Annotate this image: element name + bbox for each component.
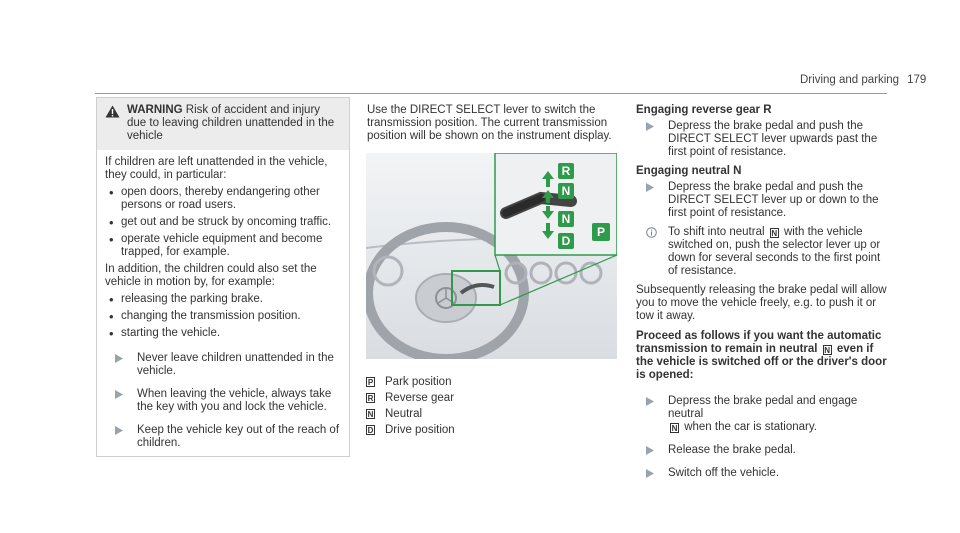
info-note: To shift into neutral N with the vehicle… — [636, 226, 891, 278]
list-item: releasing the parking brake. — [105, 293, 341, 306]
proceed-step-1: Depress the brake pedal and engage neutr… — [636, 395, 891, 434]
note-text-b: with the vehicle switched on, push the s… — [668, 226, 881, 277]
photo-label-n-up: N — [562, 184, 571, 198]
gear-symbol: N — [366, 409, 375, 419]
step-arrow-icon — [636, 395, 668, 434]
legend-text: Drive position — [385, 424, 455, 436]
warning-list: open doors, thereby endangering other pe… — [105, 186, 341, 259]
list-item: starting the vehicle. — [105, 327, 341, 340]
warning-triangle-icon — [105, 105, 121, 123]
warning-header: WARNING Risk of accident and injury due … — [97, 98, 349, 150]
warning-step: When leaving the vehicle, always take th… — [105, 388, 341, 414]
step-arrow-icon — [636, 120, 668, 159]
step-text: Depress the brake pedal and push the DIR… — [668, 120, 878, 158]
list-item: get out and be struck by oncoming traffi… — [105, 216, 341, 229]
warning-step: Never leave children unattended in the v… — [105, 352, 341, 378]
step-arrow-icon — [105, 352, 137, 378]
list-item: changing the transmission position. — [105, 310, 341, 323]
note-text-a: To shift into neutral — [668, 226, 765, 238]
warning-intro: If children are left unattended in the v… — [105, 156, 328, 181]
warning-title-text: Risk of accident and injury due to leavi… — [127, 104, 335, 142]
reverse-step: Depress the brake pedal and push the DIR… — [636, 120, 891, 159]
neutral-step: Depress the brake pedal and push the DIR… — [636, 181, 891, 220]
info-icon — [636, 226, 668, 278]
legend-row: P Park position — [366, 374, 455, 390]
warning-list-2: releasing the parking brake. changing th… — [105, 293, 341, 340]
heading-proceed-b: even if the vehicle is switched off or t… — [636, 343, 887, 381]
list-item: operate vehicle equipment and become tra… — [105, 233, 341, 259]
step-text-a: Depress the brake pedal and engage neutr… — [668, 395, 858, 420]
legend-text: Neutral — [385, 408, 423, 420]
legend-text: Park position — [385, 376, 452, 388]
page-header: Driving and parking 179 — [800, 74, 926, 86]
heading-reverse: Engaging reverse gear R — [636, 104, 772, 116]
legend-row: D Drive position — [366, 422, 455, 438]
step-text: Release the brake pedal. — [668, 444, 796, 456]
right-column: Engaging reverse gear R Depress the brak… — [636, 104, 891, 480]
step-text: Switch off the vehicle. — [668, 467, 780, 479]
warning-title: WARNING Risk of accident and injury due … — [121, 104, 341, 143]
photo-label-r: R — [562, 164, 571, 178]
heading-proceed: Proceed as follows if you want the autom… — [636, 330, 891, 382]
step-arrow-icon — [636, 181, 668, 220]
proceed-step-3: Switch off the vehicle. — [636, 467, 891, 480]
step-text: Never leave children unattended in the v… — [137, 352, 334, 377]
step-arrow-icon — [636, 444, 668, 457]
gear-symbol: R — [366, 393, 375, 403]
heading-neutral: Engaging neutral N — [636, 165, 742, 177]
step-text-b: when the car is stationary. — [684, 421, 817, 433]
step-text: Keep the vehicle key out of the reach of… — [137, 424, 340, 449]
photo-label-d: D — [562, 234, 571, 248]
step-text: When leaving the vehicle, always take th… — [137, 388, 332, 413]
heading-proceed-a: Proceed as follows if you want the autom… — [636, 330, 882, 355]
step-text: Depress the brake pedal and engage neutr… — [668, 395, 891, 434]
section-title: Driving and parking — [800, 74, 900, 86]
warning-addition: In addition, the children could also set… — [105, 263, 317, 288]
note-text: To shift into neutral N with the vehicle… — [668, 226, 891, 278]
header-rule — [95, 93, 887, 94]
paragraph: Subsequently releasing the brake pedal w… — [636, 284, 887, 322]
proceed-step-2: Release the brake pedal. — [636, 444, 891, 457]
warning-box: WARNING Risk of accident and injury due … — [96, 97, 350, 457]
gear-symbol: D — [366, 425, 375, 435]
warning-step: Keep the vehicle key out of the reach of… — [105, 424, 341, 450]
warning-body: If children are left unattended in the v… — [97, 150, 349, 450]
page-number: 179 — [907, 74, 927, 86]
photo-label-p: P — [597, 225, 605, 239]
step-arrow-icon — [105, 424, 137, 450]
gear-symbol: N — [822, 345, 832, 355]
gear-symbol: N — [769, 228, 779, 238]
legend-text: Reverse gear — [385, 392, 455, 404]
photo-label-n-down: N — [562, 212, 571, 226]
warning-label: WARNING — [127, 104, 183, 116]
middle-intro: Use the DIRECT SELECT lever to switch th… — [367, 104, 612, 142]
gear-symbol: N — [670, 423, 679, 433]
step-arrow-icon — [636, 467, 668, 480]
list-item: open doors, thereby endangering other pe… — [105, 186, 341, 212]
legend-row: R Reverse gear — [366, 390, 455, 406]
gear-symbol: P — [366, 377, 375, 387]
step-text: Depress the brake pedal and push the DIR… — [668, 181, 879, 219]
cockpit-illustration: R N N D P — [366, 153, 617, 359]
legend-row: N Neutral — [366, 406, 455, 422]
step-arrow-icon — [105, 388, 137, 414]
